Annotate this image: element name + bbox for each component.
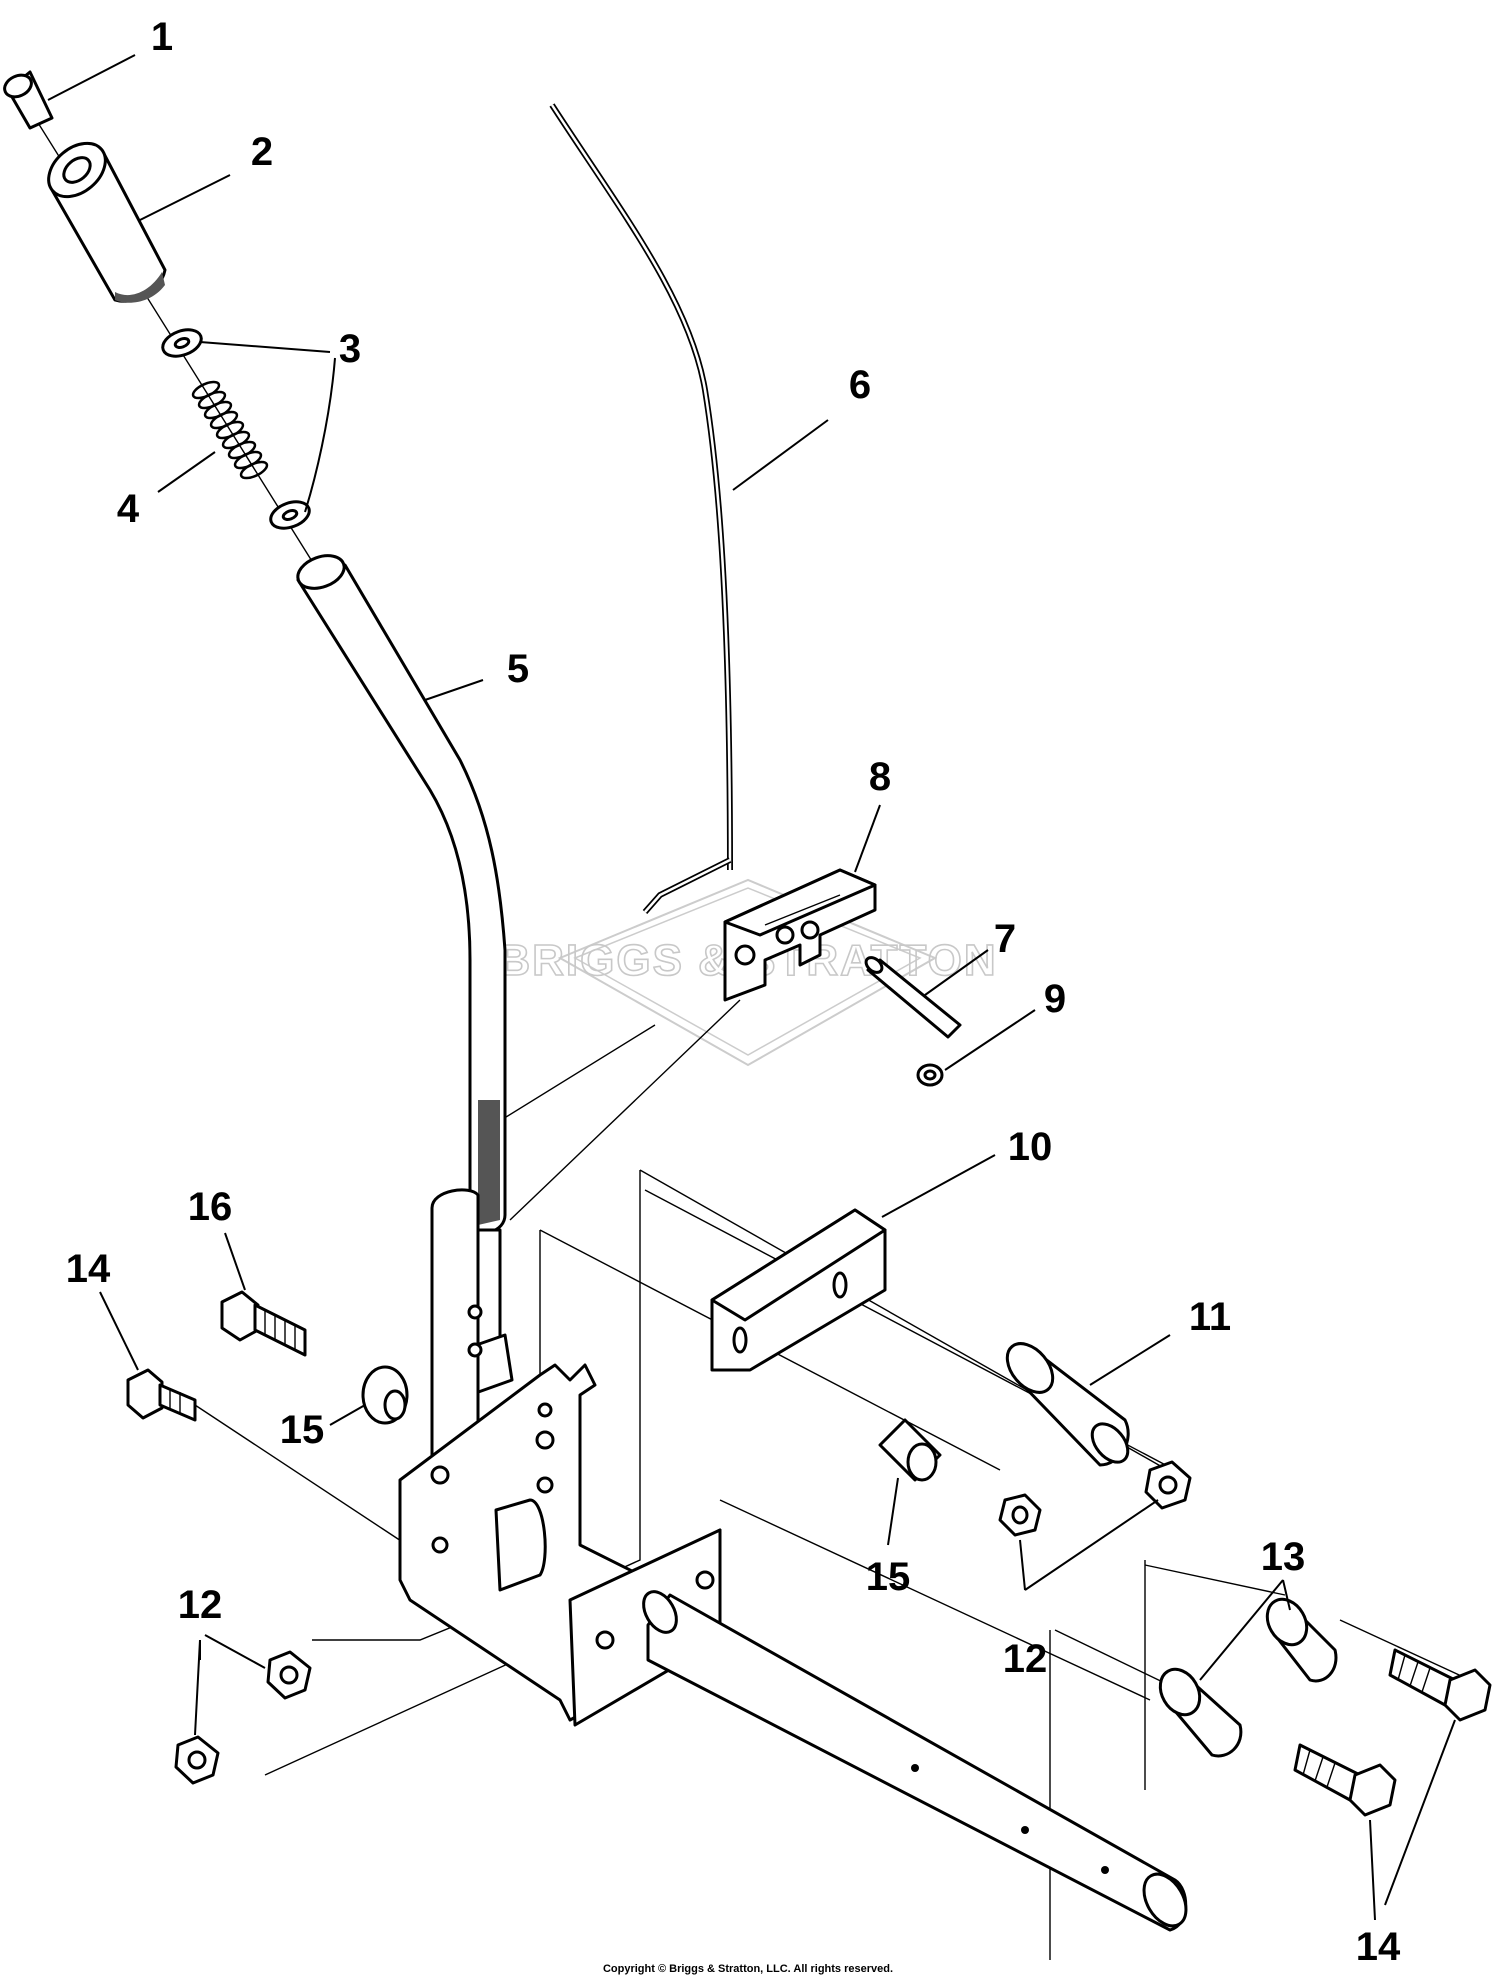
grip-sleeve-part-2 bbox=[47, 141, 167, 303]
angle-bracket-part-10 bbox=[710, 1208, 887, 1372]
washer-part-3-upper bbox=[161, 328, 203, 358]
bolt-part-16 bbox=[220, 1290, 307, 1357]
callout-15-right: 15 bbox=[866, 1555, 911, 1599]
callout-labels: 1 2 3 3 4 5 6 7 8 9 10 11 12 12 13 14 14… bbox=[66, 15, 1401, 1969]
spacer-part-15-right bbox=[878, 1418, 942, 1482]
shift-shaft bbox=[642, 1590, 1188, 1932]
knob-cap-part-1 bbox=[3, 70, 54, 130]
block-part-8 bbox=[723, 868, 877, 1002]
hex-nut-part-12-d bbox=[174, 1735, 220, 1785]
copyright-notice: Copyright © Briggs & Stratton, LLC. All … bbox=[603, 1963, 893, 1975]
callout-3-upper: 3 bbox=[339, 327, 361, 371]
callout-1: 1 bbox=[151, 15, 173, 59]
callout-10: 10 bbox=[1008, 1125, 1053, 1169]
lever-bracket bbox=[398, 1188, 722, 1727]
callout-4: 4 bbox=[117, 487, 140, 531]
hex-nut-part-12-b bbox=[1144, 1460, 1192, 1510]
callout-14-left: 14 bbox=[66, 1247, 111, 1291]
callout-16: 16 bbox=[188, 1185, 233, 1229]
spacer-part-11 bbox=[1005, 1342, 1130, 1467]
callout-13: 13 bbox=[1261, 1535, 1306, 1579]
spring-part-4 bbox=[191, 380, 269, 480]
bolt-part-14-lower-right bbox=[1293, 1743, 1397, 1817]
callout-2: 2 bbox=[251, 130, 273, 174]
roll-pin-part-7 bbox=[864, 956, 962, 1039]
callout-7: 7 bbox=[994, 917, 1016, 961]
callout-5: 5 bbox=[507, 647, 529, 691]
spacer-part-13-upper bbox=[1265, 1597, 1338, 1683]
nut-part-9 bbox=[916, 1063, 944, 1087]
callout-14-right: 14 bbox=[1356, 1925, 1401, 1969]
spacer-part-13-lower bbox=[1158, 1667, 1243, 1758]
callout-9: 9 bbox=[1044, 977, 1066, 1021]
callout-11: 11 bbox=[1189, 1295, 1231, 1339]
callout-15-left: 15 bbox=[280, 1408, 325, 1452]
leader-lines bbox=[47, 54, 1456, 1921]
callout-12-left: 12 bbox=[178, 1583, 223, 1627]
callout-8: 8 bbox=[869, 755, 891, 799]
bolt-part-14-left bbox=[126, 1368, 197, 1422]
hex-nut-part-12-a bbox=[998, 1493, 1042, 1537]
rod-part-6 bbox=[549, 103, 733, 914]
bolt-part-14-upper-right bbox=[1388, 1648, 1492, 1722]
callout-12-right: 12 bbox=[1003, 1637, 1048, 1681]
spacer-part-15-left bbox=[361, 1365, 409, 1425]
washer-part-3-lower bbox=[269, 500, 311, 530]
hex-nut-part-12-c bbox=[266, 1650, 312, 1700]
callout-6: 6 bbox=[849, 363, 871, 407]
